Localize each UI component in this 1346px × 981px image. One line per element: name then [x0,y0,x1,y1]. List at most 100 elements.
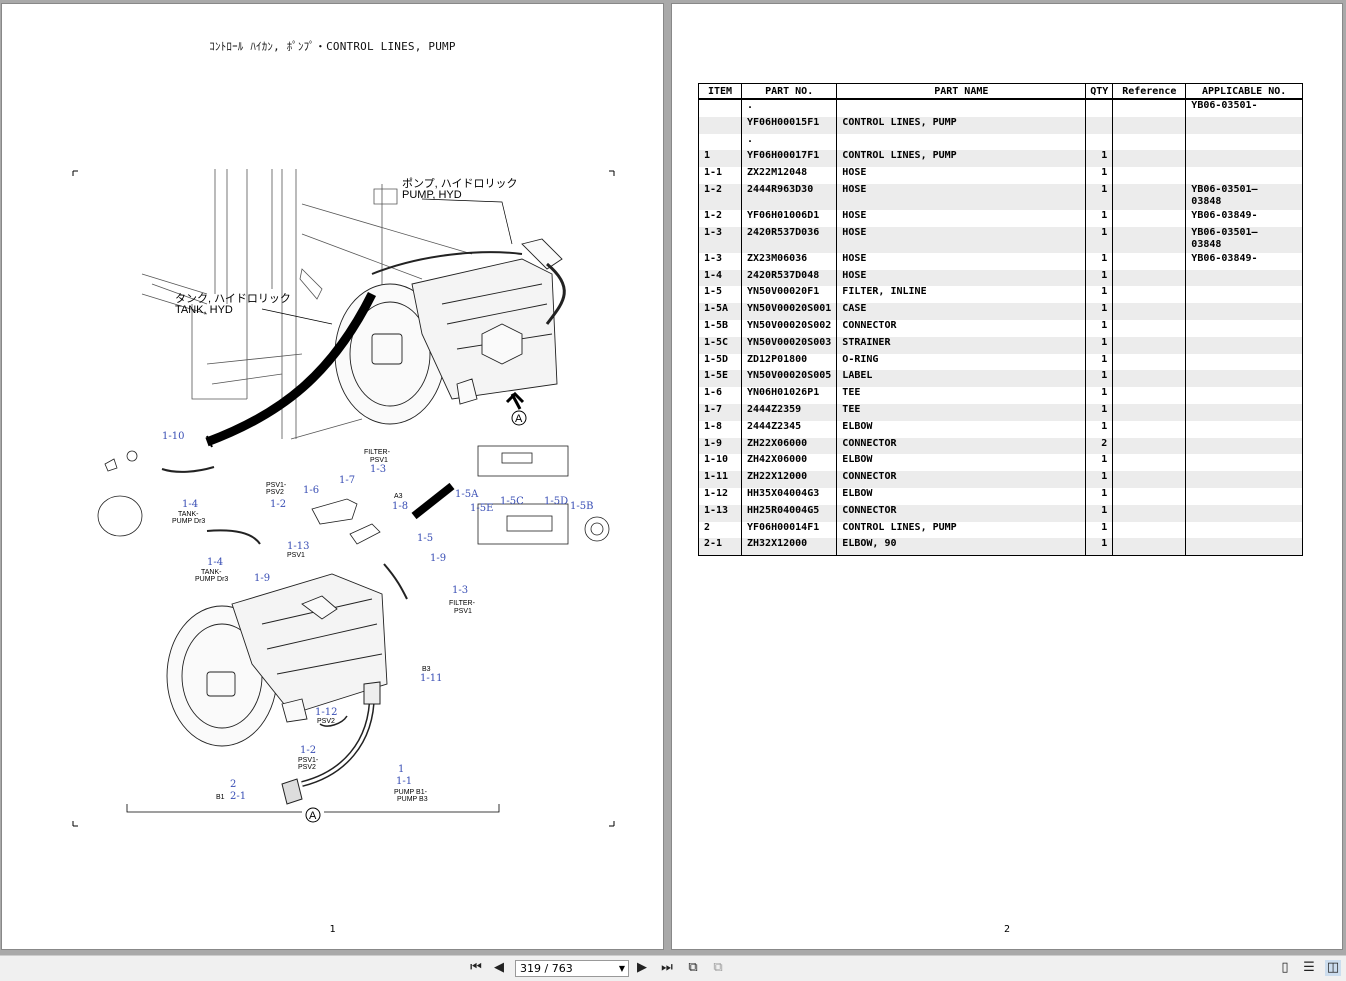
cell-part-no: ZH32X12000 [740,538,838,557]
cell-part-name: CONNECTOR [836,319,1087,337]
cell-reference [1112,403,1187,421]
cell-part-name: HOSE [836,252,1087,270]
item-label: 2-1 [230,791,246,802]
cell-reference [1112,167,1187,184]
cell-item: 2-1 [698,538,742,557]
cell-qty: 1 [1085,252,1114,270]
cell-applicable-no [1185,521,1303,539]
last-page-icon[interactable]: ⏭ [661,960,673,975]
cell-qty: 1 [1085,487,1114,505]
port-label: PSV2 [317,718,335,725]
cell-part-no: YF06H01006D1 [740,209,838,227]
cell-item: 1-10 [698,454,742,472]
port-label: PSV1- [298,757,319,764]
page-copy-icon[interactable]: ⧉ [688,960,698,975]
cell-part-name: HOSE [836,226,1087,253]
cell-part-name: ELBOW [836,487,1087,505]
item-label: 1-4 [207,557,223,568]
cell-applicable-no [1185,303,1303,320]
item-label: 1-9 [254,573,270,584]
next-page-icon[interactable]: ▶ [637,960,647,975]
cell-applicable-no: YB06-03849- [1185,209,1303,227]
cell-qty: 1 [1085,353,1114,371]
cell-part-name: LABEL [836,370,1087,388]
single-page-view-icon[interactable]: ▯ [1281,960,1289,975]
cell-item: 1-5C [698,336,742,354]
exploded-parts-diagram: A ポンプ, ハイドロリック PUMP, HYD タンク, ハイドロリック TA… [72,169,615,827]
cell-applicable-no [1185,286,1303,304]
continuous-view-icon[interactable]: ☰ [1303,960,1315,975]
port-label: TANK- [201,569,222,576]
cell-reference [1112,286,1187,304]
cell-item: 2 [698,521,742,539]
cell-qty [1085,116,1114,134]
item-label: 1-12 [315,707,337,718]
cell-item [698,133,742,151]
prev-page-icon[interactable]: ◀ [494,960,504,975]
cell-applicable-no: YB06-03501- [1185,99,1303,117]
cell-reference [1112,183,1187,210]
cell-part-name: CONNECTOR [836,504,1087,522]
cell-part-no: 2444Z2359 [740,403,838,421]
cell-reference [1112,116,1187,134]
item-label: 2 [230,779,236,790]
port-label: PSV2 [266,489,284,496]
page-number: 2 [1003,924,1011,935]
cell-item: 1-5A [698,303,742,320]
cell-part-name: CONNECTOR [836,437,1087,455]
item-label: 1-5B [570,501,593,512]
cell-item: 1-5B [698,319,742,337]
item-label: 1-1 [396,776,412,787]
cell-part-name: CONNECTOR [836,471,1087,488]
pump-label-en: PUMP, HYD [402,189,462,201]
cell-reference [1112,420,1187,438]
port-label: FILTER- [449,600,476,607]
cell-item [698,116,742,134]
cell-item: 1-12 [698,487,742,505]
cell-part-no: YF06H00015F1 [740,116,838,134]
page-number-input[interactable]: 319 / 763 ▼ [515,960,629,977]
cell-part-no: . [740,99,838,117]
cell-applicable-no: YB06-03501— 03848 [1185,226,1303,253]
cell-part-name: CONTROL LINES, PUMP [836,116,1087,134]
cell-part-no: YN06H01026P1 [740,387,838,404]
viewer-toolbar: ⏮ ◀ 319 / 763 ▼ ▶ ⏭ ⧉ ⧉ ▯ ☰ ◫ [0,955,1346,981]
cell-reference [1112,437,1187,455]
cell-applicable-no [1185,336,1303,354]
cell-part-no: . [740,133,838,151]
cell-qty: 1 [1085,183,1114,210]
cell-part-no: 2420R537D036 [740,226,838,253]
cell-item: 1 [698,150,742,168]
cell-part-name: HOSE [836,167,1087,184]
cell-part-no: YN50V00020S002 [740,319,838,337]
cell-item: 1-7 [698,403,742,421]
dropdown-arrow-icon[interactable]: ▼ [618,964,625,973]
col-qty: QTY [1085,83,1114,100]
item-label: 1-13 [287,541,309,552]
port-label: PSV2 [298,764,316,771]
cell-qty [1085,133,1114,151]
cell-part-no: YN50V00020S005 [740,370,838,388]
cell-item: 1-3 [698,226,742,253]
cell-part-name [836,133,1087,151]
two-page-view-icon[interactable]: ◫ [1325,960,1341,976]
cell-reference [1112,99,1187,117]
cell-part-no: 2444Z2345 [740,420,838,438]
cell-applicable-no [1185,319,1303,337]
first-page-icon[interactable]: ⏮ [470,960,482,975]
cell-qty: 1 [1085,454,1114,472]
cell-item: 1-1 [698,167,742,184]
cell-qty: 1 [1085,269,1114,287]
cell-part-name: HOSE [836,183,1087,210]
cell-reference [1112,226,1187,253]
cell-item: 1-3 [698,252,742,270]
page-export-icon[interactable]: ⧉ [713,960,723,975]
cell-part-no: 2444R963D30 [740,183,838,210]
cell-qty: 1 [1085,319,1114,337]
